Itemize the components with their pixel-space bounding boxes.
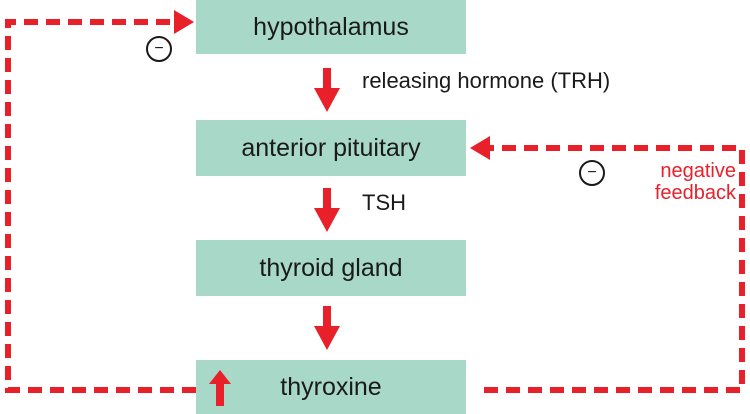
thyroxine-box: thyroxine xyxy=(196,360,466,414)
down-arrow-icon xyxy=(314,188,340,232)
right-feedback-arrowhead xyxy=(470,136,490,160)
hypothalamus-box: hypothalamus xyxy=(196,0,466,54)
minus-circle-icon: − xyxy=(146,36,172,62)
minus-circle-icon: − xyxy=(579,160,605,186)
hypothalamus-label: hypothalamus xyxy=(253,12,409,41)
anterior-pituitary-label: anterior pituitary xyxy=(241,133,421,162)
negative-feedback-label: negative feedback xyxy=(654,160,736,204)
down-arrow-icon xyxy=(314,68,340,112)
up-arrow-icon xyxy=(209,370,231,406)
left-feedback-arrowhead xyxy=(174,10,194,34)
tsh-label: TSH xyxy=(362,190,406,215)
right-feedback-line xyxy=(484,145,745,393)
releasing-hormone-label: releasing hormone (TRH) xyxy=(362,68,611,93)
down-arrow-icon xyxy=(314,306,340,350)
anterior-pituitary-box: anterior pituitary xyxy=(196,120,466,176)
thyroxine-label: thyroxine xyxy=(280,372,382,401)
thyroid-gland-label: thyroid gland xyxy=(259,253,403,282)
left-feedback-line xyxy=(5,19,196,393)
thyroid-gland-box: thyroid gland xyxy=(196,240,466,296)
